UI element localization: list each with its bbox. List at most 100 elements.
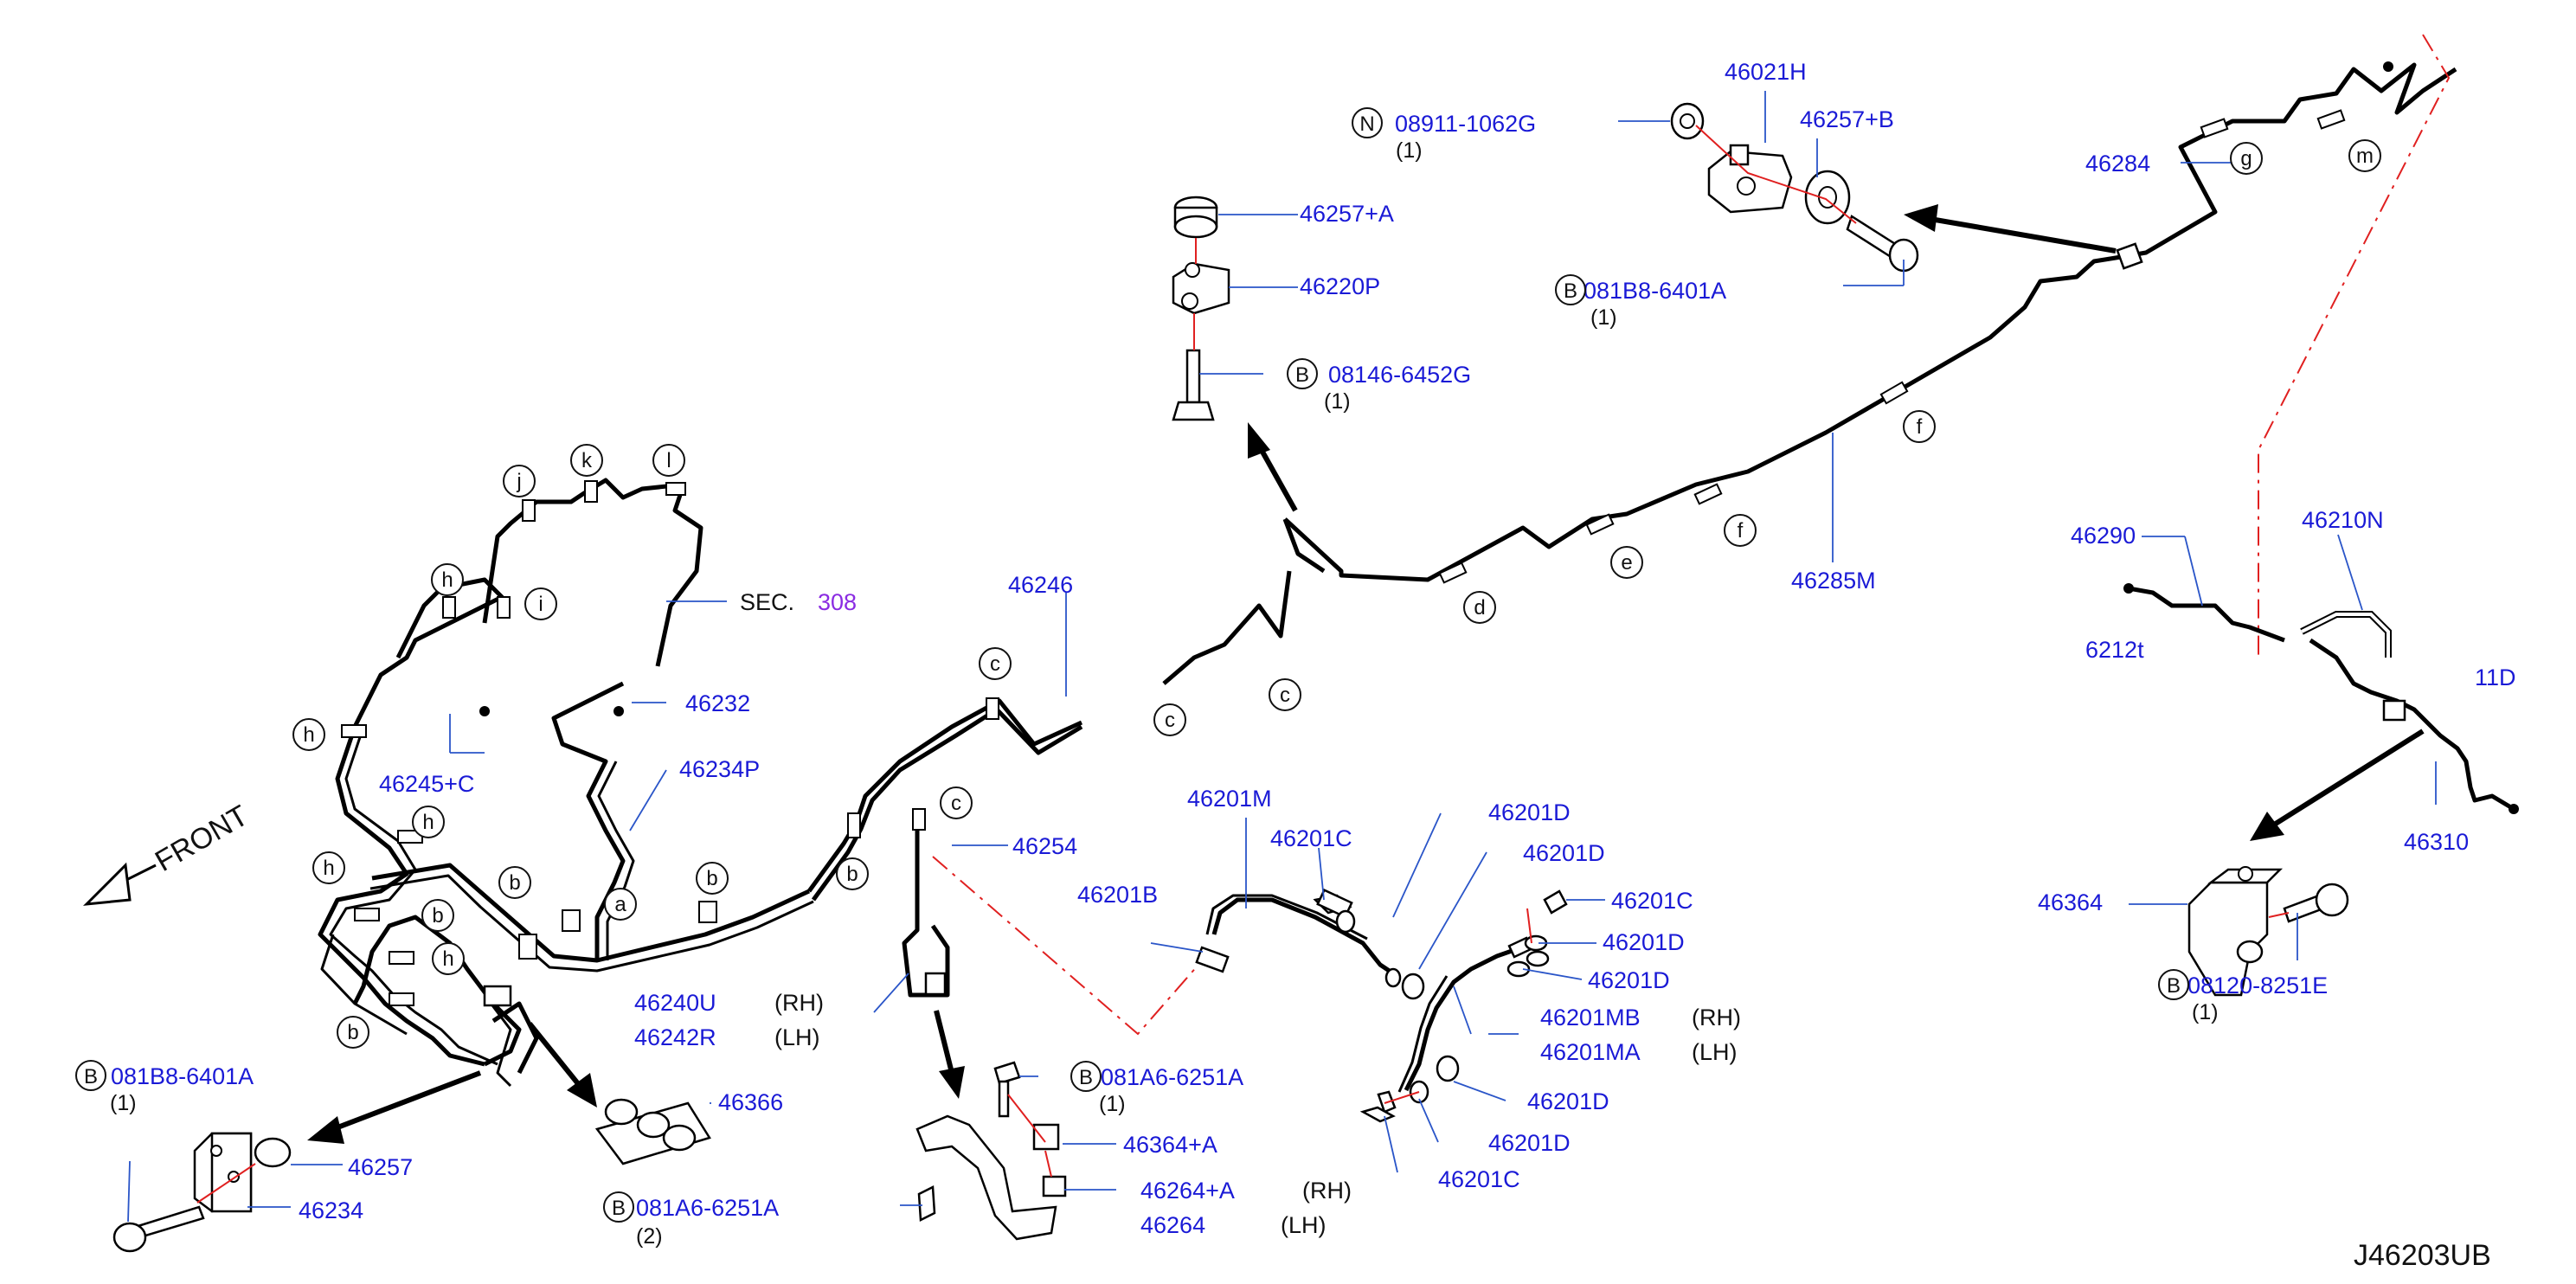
bubble-b: b <box>846 863 858 886</box>
bracket-46264 <box>915 1061 1067 1241</box>
part-46201D-c: 46201D <box>1603 929 1685 955</box>
rear-brake-pipe <box>1282 62 2457 582</box>
alignment-line <box>932 856 1199 1036</box>
bubble-g: g <box>2240 147 2252 170</box>
side-labels: (RH) (LH) (RH) (LH) (RH) (LH) <box>774 990 1741 1238</box>
bubble-d: d <box>1474 596 1485 620</box>
bubble-i: i <box>538 593 543 616</box>
part-46201C-c: 46201C <box>1438 1166 1520 1192</box>
part-46284: 46284 <box>2085 151 2150 177</box>
diagram-code: J46203UB <box>2354 1239 2491 1272</box>
part-46257: 46257 <box>348 1154 413 1180</box>
pipe-clip <box>912 808 926 831</box>
part-46264A: 46264+A <box>1140 1178 1235 1204</box>
part-46254: 46254 <box>1012 833 1077 859</box>
rear-pipe-clips <box>1438 109 2346 584</box>
bubble-c: c <box>951 792 961 815</box>
side-lh: (LH) <box>1692 1039 1738 1065</box>
qty-08911: (1) <box>1396 138 1423 163</box>
part-08911-1062G: 08911-1062G <box>1395 111 1536 137</box>
part-46246: 46246 <box>1008 572 1073 598</box>
part-46021H: 46021H <box>1725 59 1807 85</box>
part-46201D-d: 46201D <box>1588 967 1670 993</box>
arrow-to-block <box>331 1070 482 1132</box>
front-direction-indicator: FRONT <box>82 799 254 906</box>
part-46201D-f: 46201D <box>1488 1130 1571 1156</box>
bubble-j: j <box>516 470 521 493</box>
part-46264: 46264 <box>1140 1212 1205 1238</box>
part-46201C-a: 46201C <box>1270 825 1352 851</box>
pipe-end-fitting <box>613 706 624 716</box>
bubble-b: b <box>347 1021 358 1044</box>
part-46242R: 46242R <box>634 1024 716 1050</box>
part-46201C-b: 46201C <box>1611 888 1693 914</box>
bubble-h: h <box>422 811 434 834</box>
bubble-c: c <box>1165 709 1175 732</box>
bubble-B: B <box>612 1197 626 1220</box>
bubble-l: l <box>666 449 671 472</box>
part-081B8-top: 081B8-6401A <box>1584 278 1726 304</box>
bubble-B: B <box>1079 1066 1093 1089</box>
arrowhead <box>2250 812 2284 841</box>
part-46201D-b: 46201D <box>1523 840 1605 866</box>
section-reference: SEC. 308 <box>740 589 857 615</box>
part-46234P: 46234P <box>679 756 760 782</box>
part-46234: 46234 <box>299 1197 363 1223</box>
pipe-end-fitting <box>479 706 490 716</box>
arrow-to-grommet <box>527 1022 582 1088</box>
arrow-to-block <box>1924 215 2117 254</box>
part-46290: 46290 <box>2071 523 2136 549</box>
front-label: FRONT <box>150 799 254 877</box>
side-rh: (RH) <box>1302 1178 1352 1204</box>
part-46201D-a: 46201D <box>1488 799 1571 825</box>
part-46210N: 46210N <box>2302 507 2384 533</box>
pipe-clip <box>986 697 999 720</box>
bubble-e: e <box>1621 551 1632 575</box>
qty-081A6-bot: (2) <box>636 1224 663 1249</box>
part-46201MB: 46201MB <box>1540 1005 1641 1030</box>
bubble-b: b <box>432 904 443 928</box>
pipe-end-fitting <box>2383 61 2393 72</box>
part-081A6-mid: 081A6-6251A <box>1101 1064 1243 1090</box>
part-081A6-bot: 081A6-6251A <box>636 1195 779 1221</box>
part-46257B: 46257+B <box>1800 106 1894 132</box>
bubble-h: h <box>442 947 453 971</box>
part-08146-6452G: 08146-6452G <box>1328 362 1471 388</box>
arrowhead <box>1248 422 1270 459</box>
arrowhead <box>307 1116 344 1144</box>
pipe-bracket <box>924 972 947 996</box>
part-46201D-e: 46201D <box>1527 1088 1609 1114</box>
arrowhead <box>1904 204 1938 232</box>
bubble-c: c <box>990 652 1000 676</box>
side-lh: (LH) <box>1281 1212 1327 1238</box>
part-46232: 46232 <box>685 690 750 716</box>
junction-block-46364 <box>2187 866 2349 997</box>
part-46364: 46364 <box>2038 889 2103 915</box>
bubble-k: k <box>581 449 593 472</box>
bubble-h: h <box>441 568 453 592</box>
part-46245C: 46245+C <box>379 771 474 797</box>
part-46366: 46366 <box>718 1089 783 1115</box>
qty-081B8-bot: (1) <box>110 1091 137 1115</box>
section-number: 308 <box>818 589 857 615</box>
part-46310: 46310 <box>2404 829 2469 855</box>
bubble-B: B <box>1564 279 1577 303</box>
junction-block-46234 <box>112 1132 292 1253</box>
section-label: SEC. <box>740 589 794 615</box>
qty-08120: (1) <box>2192 1000 2219 1024</box>
part-46201B: 46201B <box>1077 882 1158 908</box>
arrowhead <box>567 1073 597 1107</box>
arrow-to-connector <box>1256 444 1298 512</box>
rear-pipe-assembly-right <box>2123 583 2519 814</box>
part-081B8-bot: 081B8-6401A <box>111 1063 254 1089</box>
part-46257A: 46257+A <box>1300 201 1394 227</box>
bubble-f: f <box>1738 519 1744 542</box>
alignment-line <box>2258 34 2451 658</box>
junction-block-46021H <box>1670 102 1919 273</box>
brake-hoses <box>1195 888 1568 1123</box>
bubble-h: h <box>323 857 334 880</box>
bubble-m: m <box>2356 144 2374 168</box>
part-08120-8251E: 08120-8251E <box>2187 973 2328 998</box>
part-46220P: 46220P <box>1300 273 1380 299</box>
bubble-B: B <box>1295 363 1309 387</box>
